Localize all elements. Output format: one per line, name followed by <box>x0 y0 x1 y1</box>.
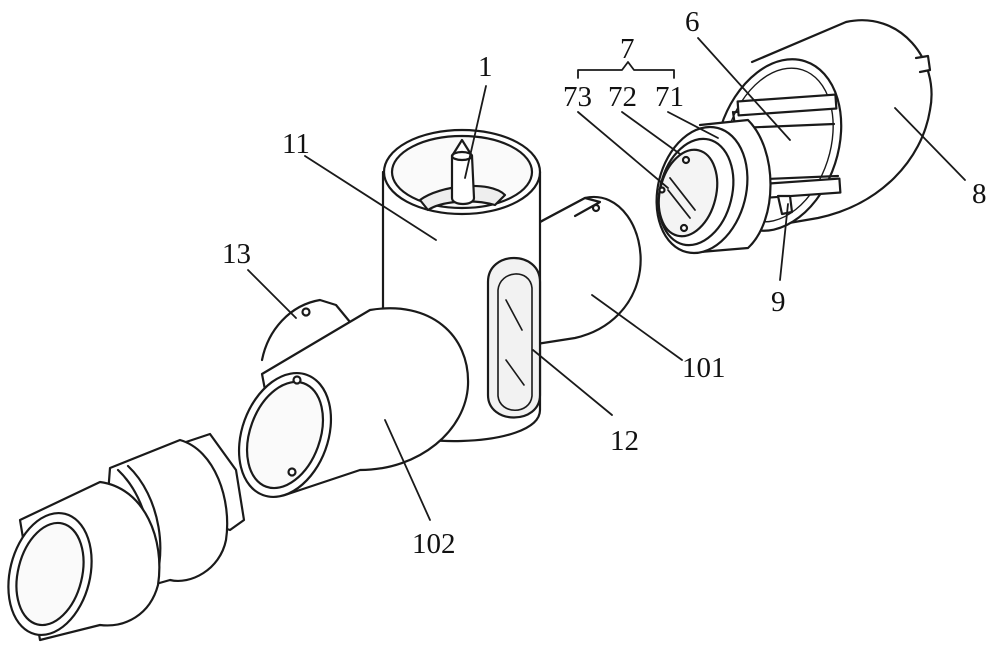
flange-hole <box>591 203 601 213</box>
pipe-101-body <box>528 195 642 347</box>
leader-6 <box>697 37 791 141</box>
label-9: 9 <box>771 286 786 318</box>
support-bracket-9 <box>776 194 794 216</box>
core-slot-73 <box>667 177 696 219</box>
group-brace-7 <box>577 61 675 79</box>
pipe-101 <box>528 195 642 347</box>
window-slot-12 <box>486 257 542 419</box>
pipe-hole <box>292 375 302 385</box>
connector-front-bore <box>15 521 85 627</box>
core-hole <box>681 155 691 165</box>
leader-101 <box>591 294 683 361</box>
leader-102 <box>384 419 431 521</box>
label-8: 8 <box>972 178 987 210</box>
pipe-102-opening-inner <box>246 380 324 490</box>
core-hole <box>679 223 689 233</box>
leader-8 <box>894 107 966 181</box>
leader-11 <box>304 155 437 241</box>
flange-hole <box>301 307 311 317</box>
end-cap-stub <box>914 54 932 74</box>
label-73: 73 <box>563 81 592 113</box>
leader-73 <box>577 111 669 189</box>
label-11: 11 <box>282 128 310 160</box>
label-102: 102 <box>412 528 456 560</box>
window-slot-inner <box>497 273 533 411</box>
leader-12 <box>532 349 613 416</box>
label-71: 71 <box>655 81 684 113</box>
leader-71 <box>667 111 719 139</box>
leader-1 <box>464 85 487 179</box>
label-13: 13 <box>222 238 251 270</box>
label-1: 1 <box>478 51 493 83</box>
pipe-hole <box>287 467 297 477</box>
valve-core-assembly <box>655 118 772 255</box>
core-hole <box>658 186 666 194</box>
spindle-1 <box>450 138 476 206</box>
left-connector-assembly <box>7 432 246 642</box>
leader-9 <box>779 203 789 281</box>
core-disc-72 <box>657 148 719 238</box>
spindle-tip <box>450 150 474 162</box>
pipe-101-flange <box>538 196 602 224</box>
leader-13 <box>247 269 297 319</box>
label-12: 12 <box>610 425 639 457</box>
leader-72 <box>621 111 681 155</box>
label-6: 6 <box>685 6 700 38</box>
leader-lines <box>247 37 966 521</box>
flange-13 <box>260 298 352 362</box>
label-72: 72 <box>608 81 637 113</box>
pipe-102 <box>237 298 470 499</box>
label-101: 101 <box>682 352 726 384</box>
label-7: 7 <box>620 33 635 65</box>
